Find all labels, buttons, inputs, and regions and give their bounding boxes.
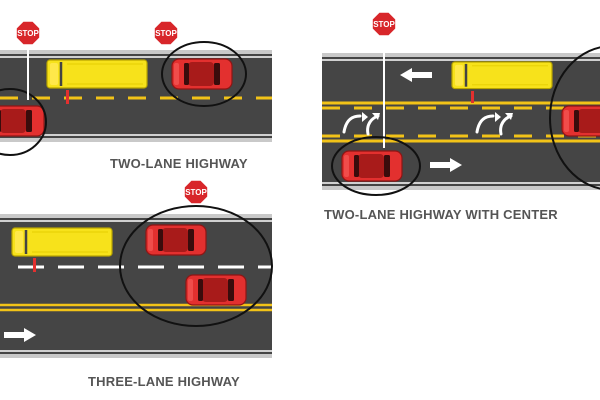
road-edge-bottom: [322, 186, 600, 190]
diagram-two-lane-highway-with-center: STOP: [322, 11, 600, 196]
stop-sign-icon: STOP: [15, 20, 41, 46]
road-edge-top: [322, 53, 600, 57]
road-edge-bottom: [0, 354, 272, 358]
diagram-caption: TWO-LANE HIGHWAY: [110, 156, 248, 171]
stop-zone-circle: [0, 88, 47, 156]
stop-sign-icon: STOP: [371, 11, 397, 37]
school-bus: [45, 58, 149, 90]
stop-sign-text: STOP: [17, 29, 39, 38]
stop-sign-text: STOP: [155, 29, 177, 38]
stop-zone-circle: [549, 46, 600, 190]
car: [171, 58, 233, 90]
stop-arm: [33, 258, 36, 272]
stop-sign-text: STOP: [373, 20, 395, 29]
stop-zone-circle: [119, 205, 273, 327]
car: [341, 150, 403, 182]
diagram-caption: THREE-LANE HIGHWAY: [88, 374, 240, 389]
stop-arm: [66, 90, 69, 104]
road-edge-bottom: [0, 138, 272, 142]
diagram-caption: TWO-LANE HIGHWAY WITH CENTER: [324, 207, 558, 222]
school-bus: [450, 60, 554, 90]
diagram-two-lane-highway: STOP STOP: [0, 20, 272, 156]
car: [185, 274, 247, 306]
arrow-icon: [430, 158, 462, 172]
stop-arm: [471, 91, 474, 103]
stop-sign-icon: STOP: [153, 20, 179, 46]
stop-zone-circle: [331, 136, 421, 196]
school-bus: [10, 226, 114, 258]
road-edge-top: [0, 214, 272, 218]
turn-arrows-icon: [475, 112, 513, 136]
stop-sign-text: STOP: [185, 188, 207, 197]
turn-arrows-icon: [342, 112, 380, 136]
car: [145, 224, 207, 256]
stop-sign-icon: STOP: [183, 179, 209, 205]
arrow-icon: [4, 328, 36, 342]
road-edge-top: [0, 50, 272, 54]
diagram-three-lane-highway: STOP: [0, 179, 273, 358]
car: [561, 105, 600, 137]
stop-zone-circle: [161, 41, 247, 107]
arrow-icon: [400, 68, 432, 82]
car: [0, 105, 45, 137]
